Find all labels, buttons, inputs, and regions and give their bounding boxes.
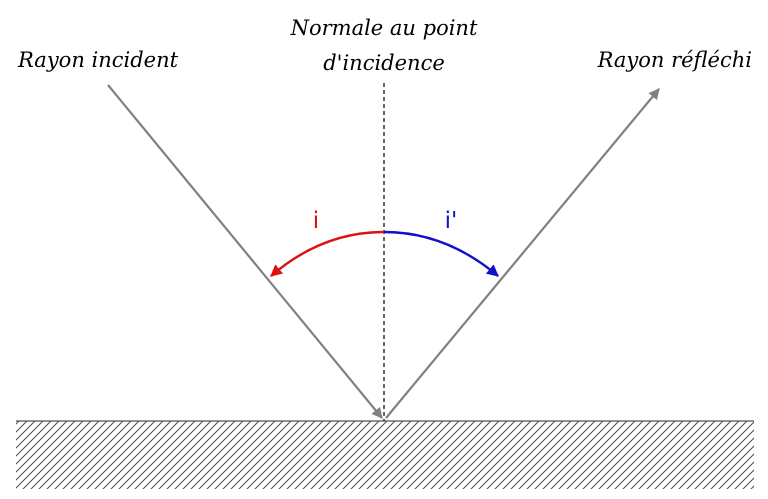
- reflected-ray: [385, 88, 660, 419]
- reflecting-surface: [16, 421, 754, 489]
- normal-label-line2: d'incidence: [323, 51, 445, 75]
- reflected-ray-label: Rayon réfléchi: [597, 48, 752, 72]
- normal-label-line1: Normale au point: [290, 16, 478, 40]
- incident-ray-label: Rayon incident: [17, 48, 179, 72]
- angle-incidence-arc: [270, 230, 385, 277]
- incident-ray: [107, 84, 383, 419]
- angle-reflection-arc: [383, 230, 499, 277]
- angle-reflection-label: i': [445, 208, 458, 234]
- angle-incidence-label: i: [313, 208, 319, 234]
